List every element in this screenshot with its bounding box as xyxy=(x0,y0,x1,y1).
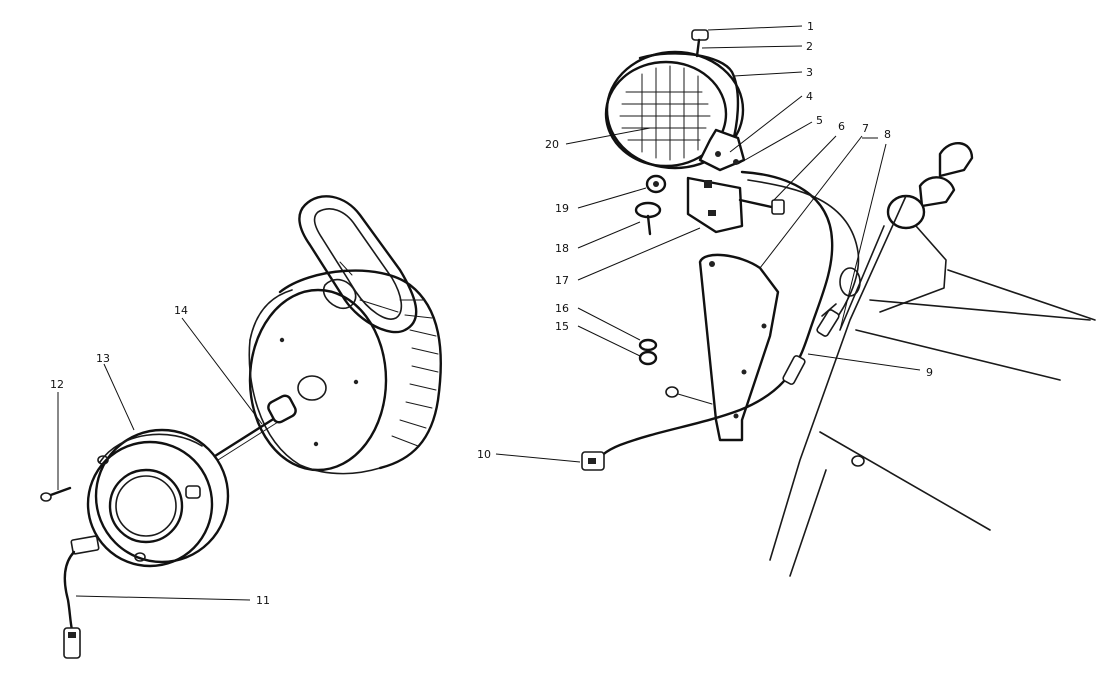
callout-3: 3 xyxy=(806,66,813,79)
frame-bolt xyxy=(665,386,865,467)
callout-14: 14 xyxy=(174,304,188,317)
steering-wheel xyxy=(298,195,418,334)
callout-16: 16 xyxy=(555,302,569,315)
callout-18: 18 xyxy=(555,242,569,255)
callout-20: 20 xyxy=(545,138,559,151)
callout-6: 6 xyxy=(838,120,845,133)
callout-10: 10 xyxy=(477,448,491,461)
tractor-frame xyxy=(769,142,1096,577)
washer xyxy=(638,338,658,352)
work-light-wire-harness xyxy=(581,170,861,471)
work-light-lamp xyxy=(604,29,745,170)
hood-housing xyxy=(248,269,442,475)
callout-5: 5 xyxy=(816,114,823,127)
callout-19: 19 xyxy=(555,202,569,215)
callout-12: 12 xyxy=(50,378,64,391)
callout-labels: 1 2 3 4 5 6 7 8 9 10 11 12 13 14 15 16 1… xyxy=(50,20,933,607)
mounting-plate xyxy=(698,253,780,442)
screw xyxy=(40,486,72,502)
mount-bolt xyxy=(738,198,785,215)
leader-lines xyxy=(57,25,921,601)
carriage-bolt xyxy=(634,201,662,236)
callout-17: 17 xyxy=(555,274,569,287)
callout-7: 7 xyxy=(862,122,869,135)
callout-1: 1 xyxy=(807,20,814,33)
headlight-housing xyxy=(86,428,230,568)
headlight-wire-harness xyxy=(63,535,100,659)
nut xyxy=(645,174,667,194)
callout-13: 13 xyxy=(96,352,110,365)
callout-4: 4 xyxy=(806,90,813,103)
callout-2: 2 xyxy=(806,40,813,53)
hex-nut xyxy=(638,350,658,366)
callout-15: 15 xyxy=(555,320,569,333)
callout-8: 8 xyxy=(884,128,891,141)
callout-9: 9 xyxy=(926,366,933,379)
light-mount-stud xyxy=(213,394,297,461)
callout-11: 11 xyxy=(256,594,270,607)
lamp-bracket xyxy=(686,128,746,234)
